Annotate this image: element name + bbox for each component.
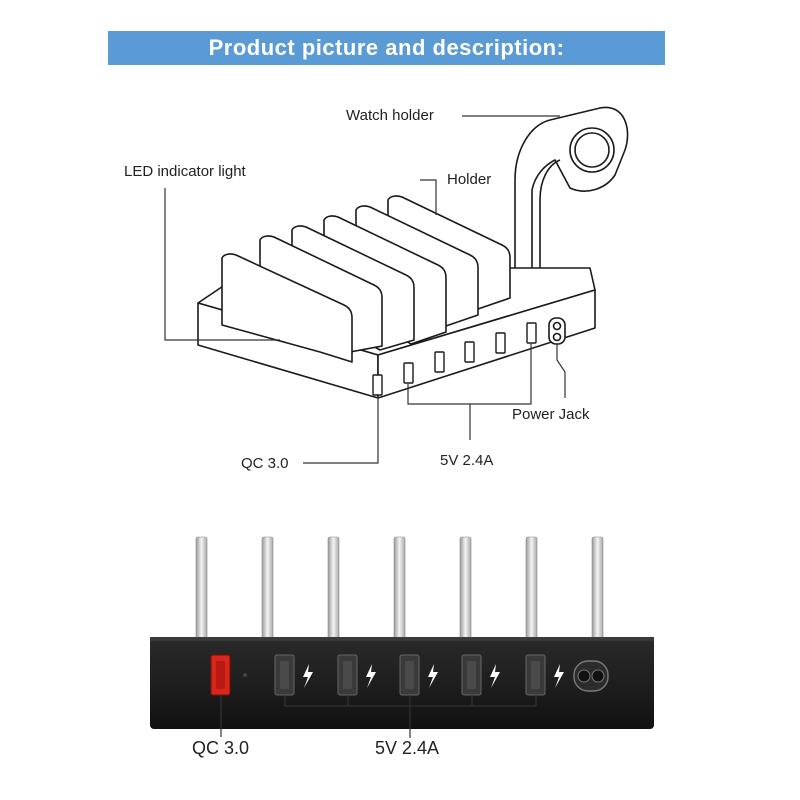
leader-lines-top xyxy=(164,115,566,464)
lightning-icon xyxy=(303,664,313,688)
usb-port-5 xyxy=(526,322,537,344)
divider-7 xyxy=(591,536,604,641)
usb-port-2 xyxy=(434,351,445,373)
label-power-jack: Power Jack xyxy=(512,406,590,423)
label-watch-holder: Watch holder xyxy=(346,107,434,124)
lightning-icon xyxy=(428,664,438,688)
usb-port-qc xyxy=(372,374,383,396)
usb-ports-line xyxy=(372,322,537,396)
label-holder: Holder xyxy=(447,171,492,188)
section-title-banner: Product picture and description: xyxy=(108,31,665,65)
usb-port-3 xyxy=(464,341,475,363)
divider-4 xyxy=(393,536,406,641)
divider-6 xyxy=(525,536,538,641)
divider-5 xyxy=(459,536,472,641)
usb-port-1 xyxy=(403,362,414,384)
section-title: Product picture and description: xyxy=(208,35,565,60)
usb-charge-ports xyxy=(274,654,564,696)
lightning-icon xyxy=(554,664,564,688)
leader-lines-bottom xyxy=(220,695,537,738)
label-qc-bottom: QC 3.0 xyxy=(192,738,250,758)
divider-2 xyxy=(261,536,274,641)
lightning-icon xyxy=(490,664,500,688)
charge-port-2 xyxy=(337,654,376,696)
usb-port-4 xyxy=(495,332,506,354)
label-qc-top: QC 3.0 xyxy=(241,455,289,472)
divider-3 xyxy=(327,536,340,641)
charge-port-4 xyxy=(461,654,500,696)
label-5v-top: 5V 2.4A xyxy=(440,452,494,469)
power-socket xyxy=(573,660,609,692)
watch-holder-stand xyxy=(509,106,629,293)
lightning-icon xyxy=(366,664,376,688)
label-led-indicator: LED indicator light xyxy=(124,163,246,180)
charge-port-5 xyxy=(525,654,564,696)
divider-1 xyxy=(195,536,208,641)
charge-port-3 xyxy=(399,654,438,696)
qc-port-red xyxy=(210,654,247,696)
holder-plate-1 xyxy=(221,253,353,363)
label-5v-bottom: 5V 2.4A xyxy=(375,738,440,758)
holder-dividers xyxy=(195,536,604,641)
